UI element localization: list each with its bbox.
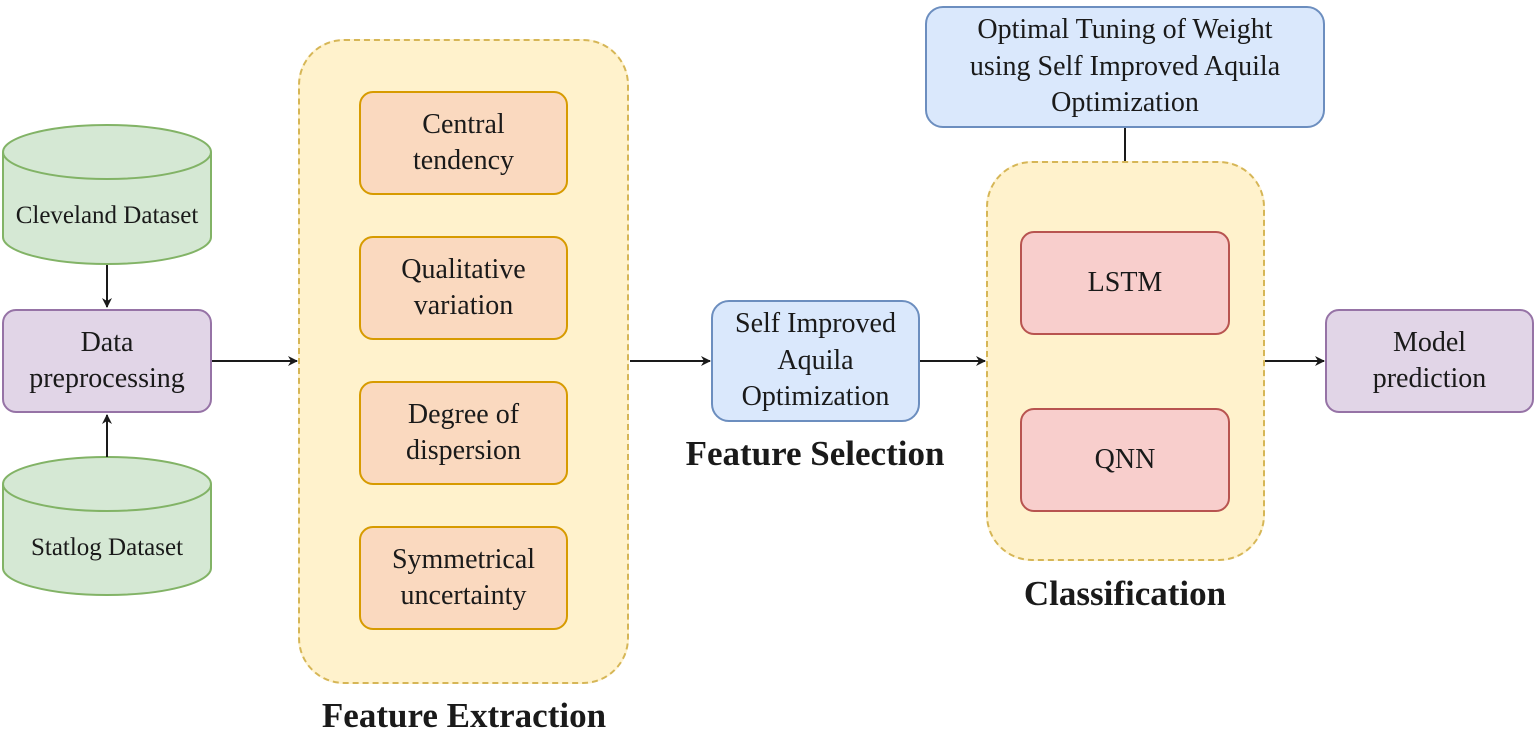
feature-central-tendency-label: Central tendency	[412, 108, 515, 176]
feature-extraction-title: Feature Extraction	[321, 696, 607, 735]
optimal-tuning-label: Optimal Tuning of Weight using Self Impr…	[969, 14, 1281, 119]
data-preprocessing-label: Data preprocessing	[29, 326, 185, 394]
qnn-label: QNN	[1094, 443, 1156, 475]
feature-selection-box: Self Improved Aquila Optimization	[711, 300, 920, 422]
statlog-dataset-label: Statlog Dataset	[30, 534, 184, 561]
cleveland-dataset-cylinder	[2, 124, 212, 265]
feature-qualitative-variation-label: Qualitative variation	[401, 253, 526, 321]
feature-symmetrical-uncertainty-label: Symmetrical uncertainty	[391, 543, 536, 611]
feature-degree-of-dispersion-label: Degree of dispersion	[405, 398, 522, 466]
statlog-dataset-cylinder	[2, 456, 212, 596]
feature-selection-label: Self Improved Aquila Optimization	[735, 308, 896, 413]
feature-degree-of-dispersion-box: Degree of dispersion	[359, 381, 568, 485]
feature-symmetrical-uncertainty-box: Symmetrical uncertainty	[359, 526, 568, 630]
classification-title: Classification	[1023, 574, 1227, 613]
cleveland-dataset-label: Cleveland Dataset	[15, 202, 199, 229]
feature-selection-title: Feature Selection	[685, 434, 945, 473]
lstm-label: LSTM	[1087, 266, 1163, 298]
model-prediction-label: Model prediction	[1372, 326, 1487, 394]
feature-central-tendency-box: Central tendency	[359, 91, 568, 195]
data-preprocessing-box: Data preprocessing	[2, 309, 212, 413]
lstm-box: LSTM	[1020, 231, 1230, 335]
qnn-box: QNN	[1020, 408, 1230, 512]
feature-qualitative-variation-box: Qualitative variation	[359, 236, 568, 340]
model-prediction-box: Model prediction	[1325, 309, 1534, 413]
optimal-tuning-box: Optimal Tuning of Weight using Self Impr…	[925, 6, 1325, 128]
